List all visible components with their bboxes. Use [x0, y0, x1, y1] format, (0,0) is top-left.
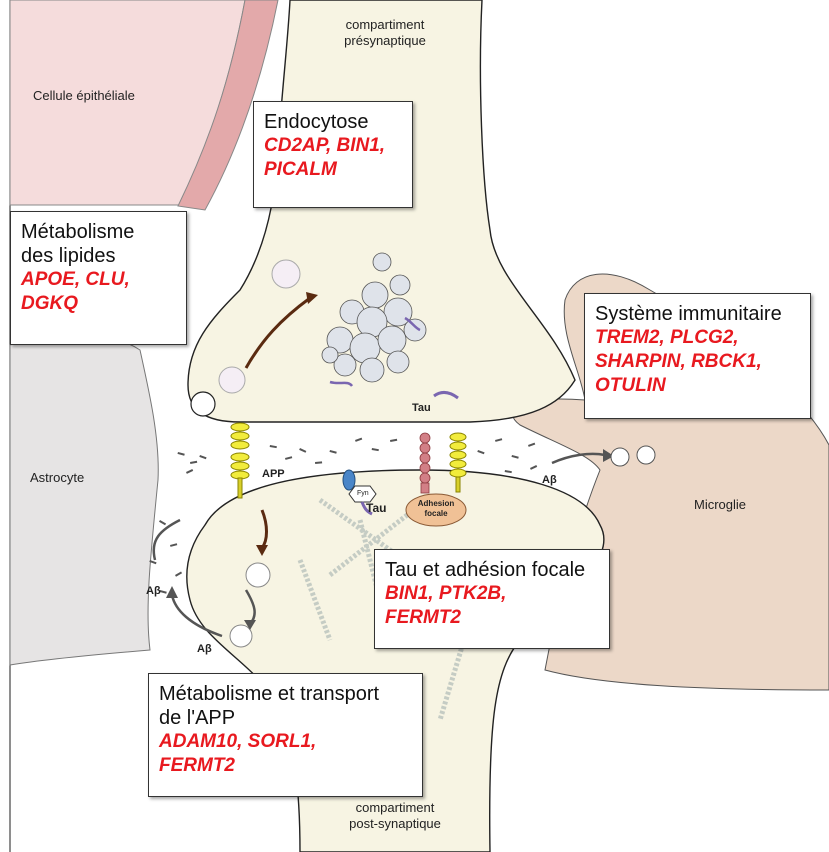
- phagosome-1: [611, 448, 629, 466]
- epithelial-cell-label: Cellule épithéliale: [33, 88, 135, 104]
- vesicle-upper: [272, 260, 300, 288]
- endocytosis-title: Endocytose: [264, 110, 402, 134]
- abeta-microglia-label: Aβ: [542, 472, 557, 488]
- lipid-metabolism-box: Métabolisme des lipides APOE, CLU, DGKQ: [10, 211, 187, 345]
- endocytic-pit: [191, 392, 215, 416]
- app-metabolism-title: Métabolisme et transport de l'APP: [159, 682, 412, 730]
- fyn-label: Fyn: [357, 489, 369, 498]
- astrocyte-label: Astrocyte: [30, 470, 84, 486]
- abeta-left-lower-label: Aβ: [197, 641, 212, 657]
- app-metabolism-box: Métabolisme et transport de l'APP ADAM10…: [148, 673, 423, 797]
- tau-presynaptic-label: Tau: [412, 400, 431, 416]
- focal-adhesion-receptor: [420, 433, 430, 493]
- tau-postsynaptic-label: Tau: [366, 500, 386, 516]
- microglia-label: Microglie: [694, 497, 746, 513]
- fyn-channel: [343, 470, 355, 490]
- phagosome-2: [637, 446, 655, 464]
- abeta-uptake-arrow: [154, 520, 180, 560]
- lipid-metabolism-genes: APOE, CLU, DGKQ: [21, 268, 176, 316]
- immune-system-title: Système immunitaire: [595, 302, 800, 326]
- immune-system-genes: TREM2, PLCG2, SHARPIN, RBCK1, OTULIN: [595, 326, 800, 398]
- focal-adhesion-label: Adhesion focale: [406, 499, 466, 519]
- immune-system-box: Système immunitaire TREM2, PLCG2, SHARPI…: [584, 293, 811, 419]
- app-endosome: [246, 563, 270, 587]
- app-receptor: [231, 423, 249, 498]
- astrocyte-cell: [10, 334, 158, 665]
- abeta-release-arrowhead: [166, 586, 178, 598]
- abeta-endosome: [230, 625, 252, 647]
- tau-focal-adhesion-genes: BIN1, PTK2B, FERMT2: [385, 582, 599, 630]
- postsynaptic-label: compartiment post-synaptique: [300, 800, 490, 832]
- endocytosis-box: Endocytose CD2AP, BIN1, PICALM: [253, 101, 413, 208]
- tau-focal-adhesion-title: Tau et adhésion focale: [385, 558, 599, 582]
- app-metabolism-genes: ADAM10, SORL1, FERMT2: [159, 730, 412, 778]
- abeta-left-upper-label: Aβ: [146, 583, 161, 599]
- lipid-metabolism-title: Métabolisme des lipides: [21, 220, 176, 268]
- app-label: APP: [262, 466, 285, 482]
- endocytosis-genes: CD2AP, BIN1, PICALM: [264, 134, 402, 182]
- presynaptic-label: compartiment présynaptique: [290, 17, 480, 49]
- tau-focal-adhesion-box: Tau et adhésion focale BIN1, PTK2B, FERM…: [374, 549, 610, 649]
- vesicle-lower: [219, 367, 245, 393]
